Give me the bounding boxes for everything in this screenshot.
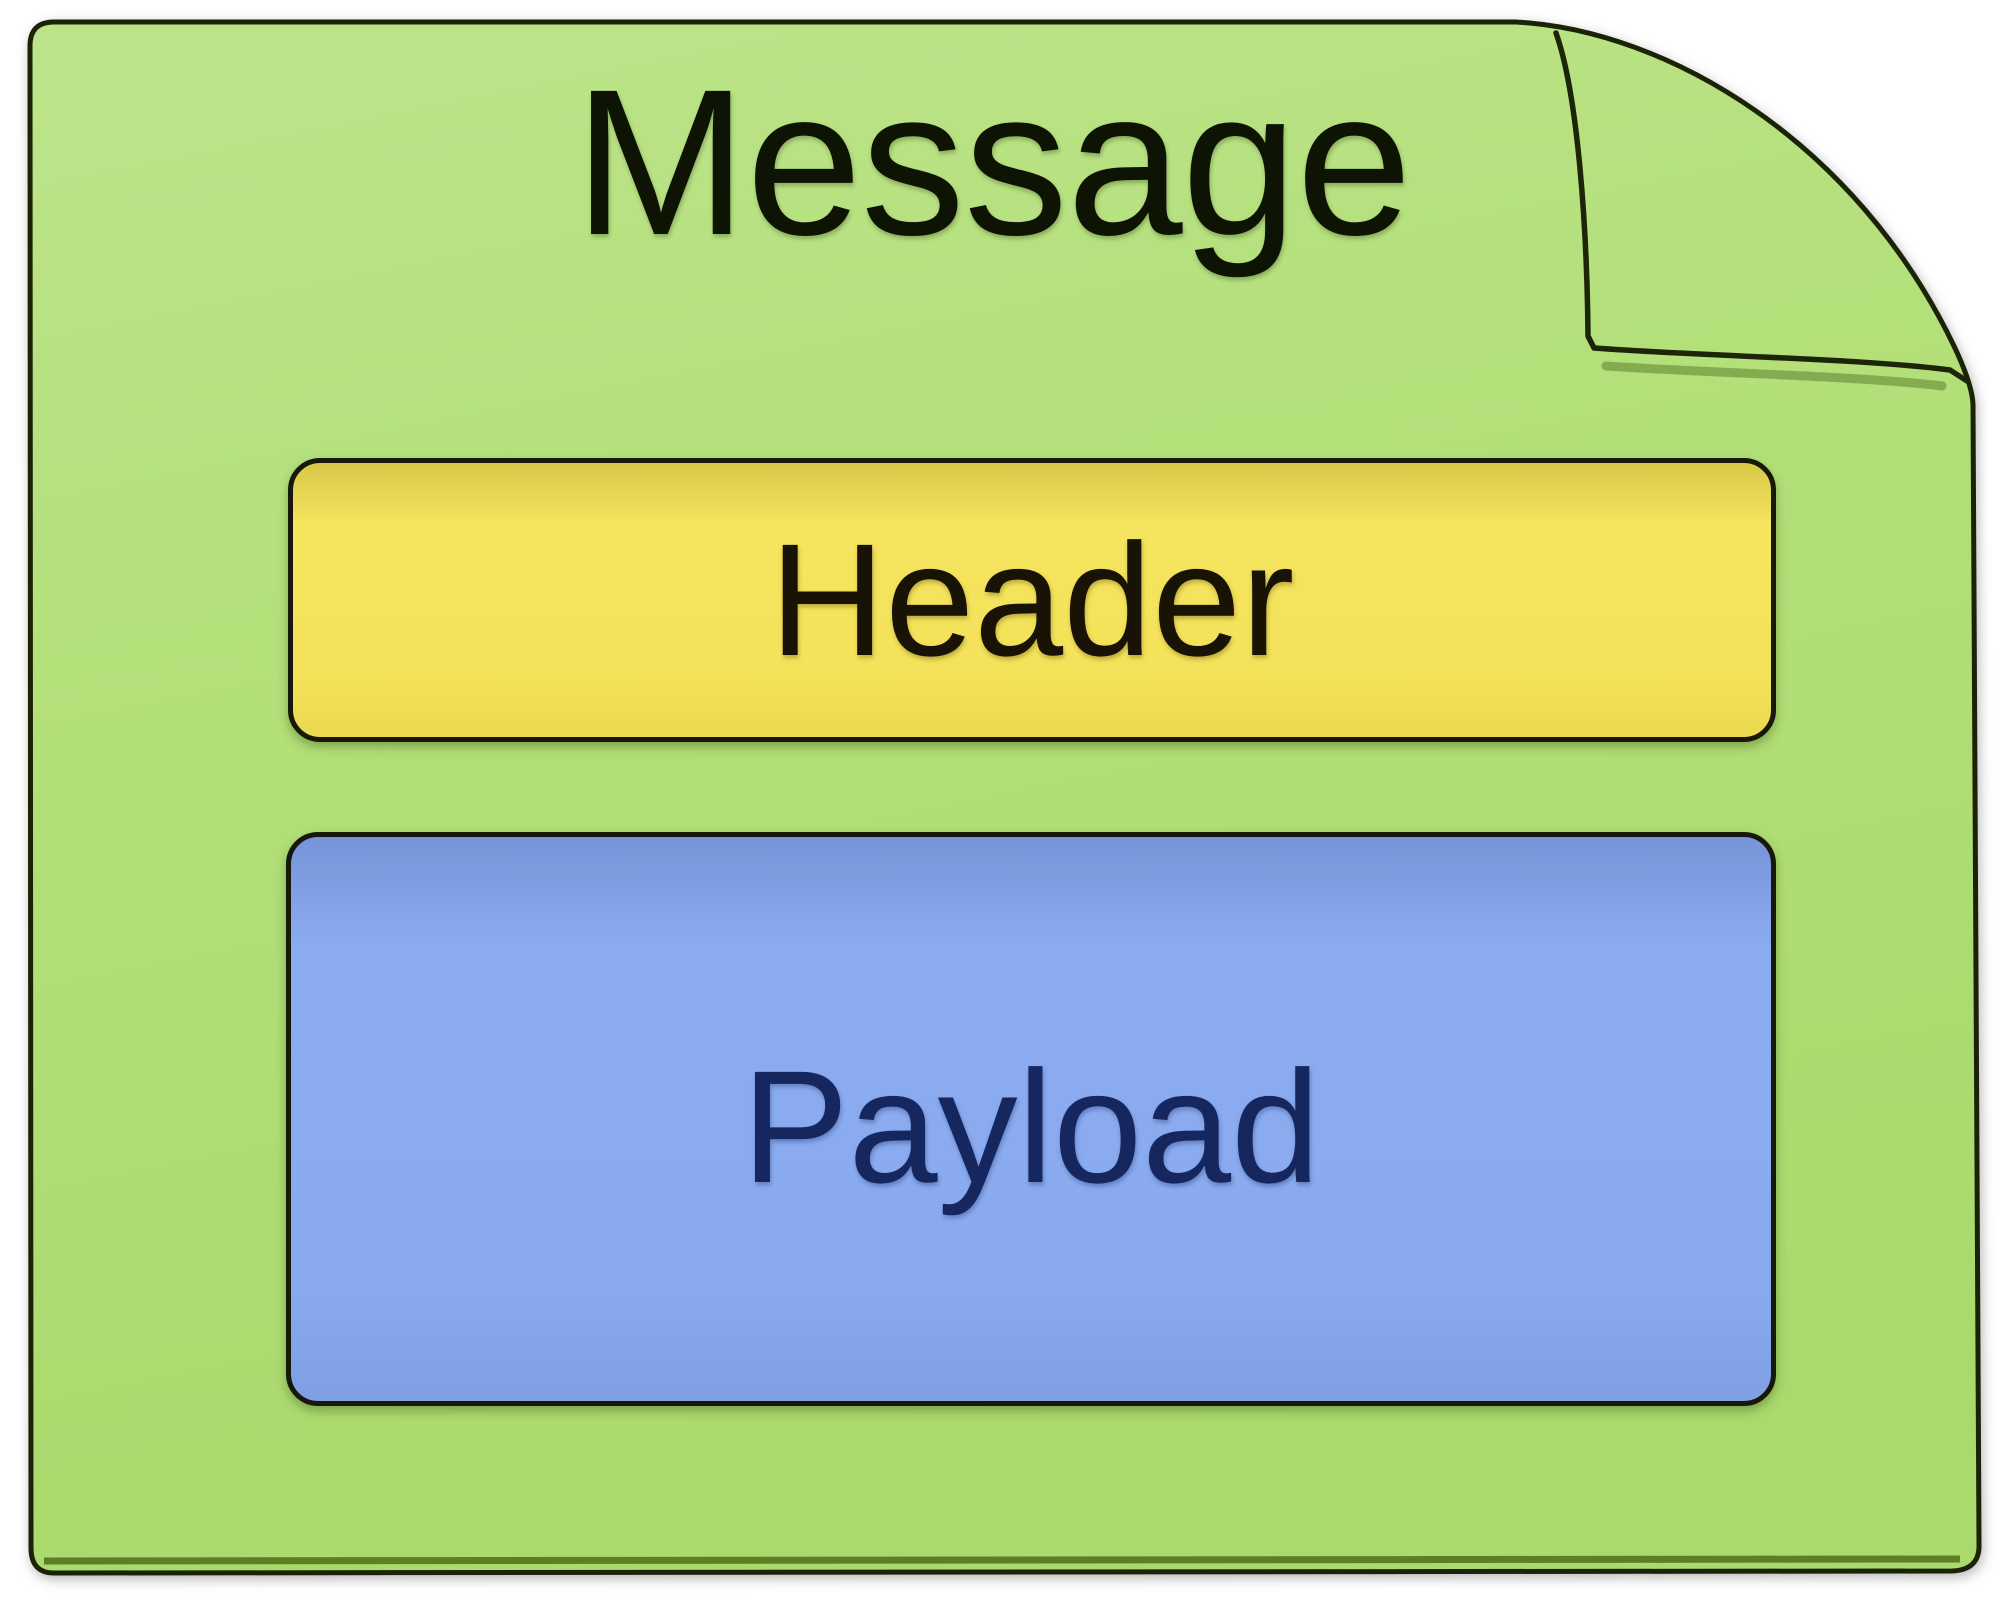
header-label: Header	[769, 510, 1295, 689]
header-box: Header	[288, 458, 1776, 742]
payload-label: Payload	[741, 1037, 1321, 1216]
bottom-edge-shading	[43, 1555, 1961, 1565]
payload-box: Payload	[286, 832, 1776, 1406]
message-title: Message	[574, 47, 1412, 279]
folded-corner-shadow	[1601, 361, 1947, 391]
folded-corner-icon	[1553, 30, 1970, 384]
